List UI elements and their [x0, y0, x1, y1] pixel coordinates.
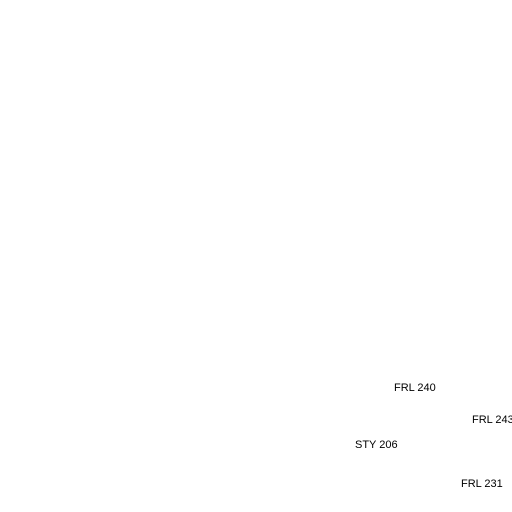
map-label: FRL 240: [394, 382, 436, 394]
map-label: STY 206: [355, 439, 398, 451]
map-label: FRL 231: [461, 478, 503, 490]
map-label: FRL 243: [472, 414, 512, 426]
